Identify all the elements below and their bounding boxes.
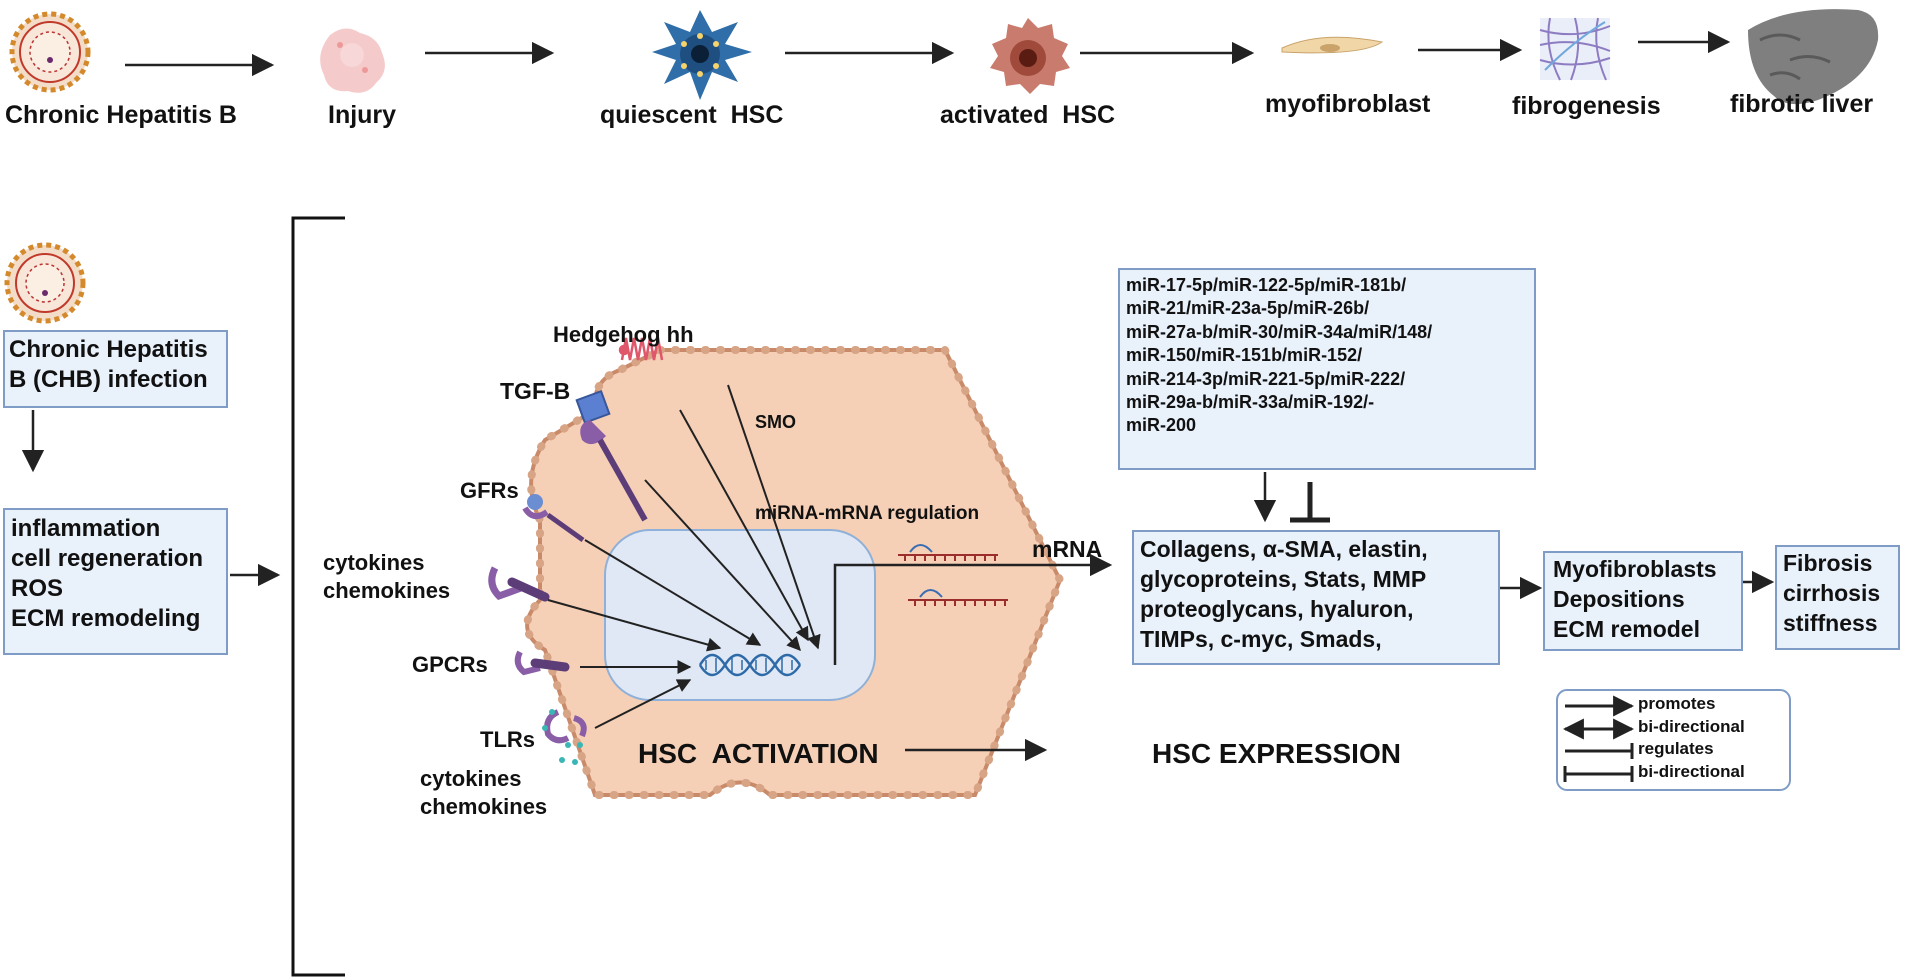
pipeline-arrows [125, 30, 1731, 77]
hedgehog-label: Hedgehog hh [553, 322, 694, 347]
hsc-activation-label: HSC ACTIVATION [638, 738, 879, 769]
legend-label-bidirectional: bi-directional [1638, 717, 1745, 736]
mirna-inhibit-symbol [1290, 482, 1330, 523]
myofibroblast-outcome-box: Myofibroblasts Depositions ECM remodel [1543, 551, 1743, 651]
fibrosis-outcome-box: Fibrosis cirrhosis stiffness [1775, 545, 1900, 650]
chb-infection-box: Chronic Hepatitis B (CHB) infection [3, 330, 228, 408]
pipeline-label-quiescent: quiescent HSC [600, 101, 784, 129]
legend-label-promotes: promotes [1638, 694, 1716, 713]
gfr-receptor-icon [522, 494, 585, 543]
bracket [291, 216, 345, 977]
quiescent-hsc-icon [652, 10, 752, 100]
pipeline-label-fibrogenesis: fibrogenesis [1512, 92, 1661, 120]
hedgehog-receptor-icon [618, 337, 664, 361]
gfrs-label: GFRs [460, 478, 519, 503]
activated-hsc-icon [990, 18, 1070, 94]
mirna-list-box: miR-17-5p/miR-122-5p/miR-181b/ miR-21/mi… [1118, 268, 1536, 470]
smo-label: SMO [755, 412, 797, 432]
liver-icon [1748, 9, 1879, 105]
mrna-label: mRNA [1032, 536, 1103, 562]
mrna-output-arrow [833, 553, 1113, 665]
legend-label-bidirectional-2: bi-directional [1638, 762, 1745, 781]
tgfb-receptor-icon [575, 389, 648, 522]
mirna-mrna-regulation-label: miRNA-mRNA regulation [755, 503, 980, 524]
signaling-arrows [547, 384, 821, 729]
myofibroblast-icon [1281, 36, 1384, 54]
virus-icon-small [4, 242, 86, 324]
tgfb-label: TGF-B [500, 378, 571, 404]
pipeline-label-injury: Injury [328, 101, 397, 129]
hsc-expression-label: HSC EXPRESSION [1152, 738, 1401, 769]
gpcr-receptor-icon [514, 650, 570, 676]
dna-icon [698, 653, 802, 677]
cytokine-receptor-icon [488, 566, 550, 602]
pipeline-label-activated: activated HSC [940, 101, 1116, 129]
collagen-fibers-icon [1539, 17, 1611, 81]
mrna-strand-icon [898, 544, 1008, 606]
tlrs-label: TLRs [480, 727, 535, 752]
pipeline-label-fibrotic-liver: fibrotic liver [1730, 90, 1874, 118]
gene-expression-box: Collagens, α-SMA, elastin, glycoproteins… [1132, 530, 1500, 665]
legend-symbols [1562, 695, 1635, 782]
gpcrs-label: GPCRs [412, 652, 488, 677]
virus-icon [9, 11, 91, 93]
pipeline-label-myofibroblast: myofibroblast [1265, 90, 1431, 118]
effects-box: inflammation cell regeneration ROS ECM r… [3, 508, 228, 655]
hsc-cell [523, 346, 1065, 799]
tlr-receptor-icon [542, 709, 587, 765]
injured-cell-icon [320, 28, 385, 93]
legend-label-regulates: regulates [1638, 739, 1714, 758]
pipeline-label-chb: Chronic Hepatitis B [5, 101, 237, 129]
